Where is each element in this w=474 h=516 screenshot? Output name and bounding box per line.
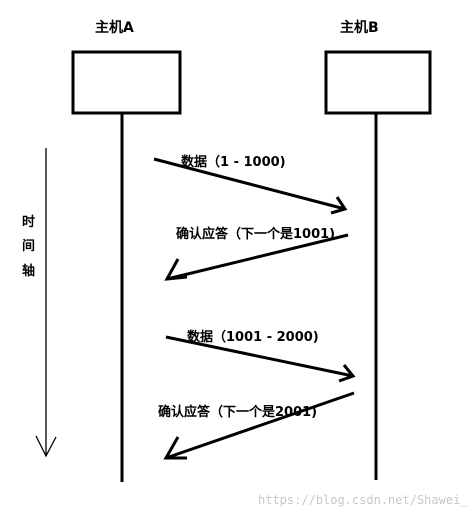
- message-2-label: 确认应答（下一个是1001): [176, 226, 335, 242]
- message-1-arrow: [153, 157, 346, 211]
- message-3-label: 数据（1001 - 2000): [187, 329, 319, 345]
- message-1-label: 数据（1 - 1000): [181, 154, 286, 170]
- message-4-arrowhead: [163, 436, 187, 460]
- message-4-arrow: [165, 391, 355, 460]
- message-1-arrowhead: [330, 196, 348, 215]
- message-4-label: 确认应答（下一个是2001): [158, 404, 317, 420]
- message-2-arrow: [166, 233, 349, 281]
- time-axis-char-3: 轴: [22, 263, 35, 279]
- watermark-text: https://blog.csdn.net/Shawei_: [258, 493, 468, 507]
- host-a-box: [71, 50, 182, 115]
- time-axis-char-1: 时: [22, 214, 35, 230]
- time-axis-char-2: 间: [22, 238, 35, 254]
- message-3-arrow: [165, 335, 354, 378]
- host-b-label: 主机B: [340, 19, 379, 36]
- message-3-arrowhead: [338, 364, 356, 383]
- host-a-label: 主机A: [95, 19, 134, 36]
- host-b-box: [324, 50, 432, 115]
- time-axis-arrowhead: [35, 435, 57, 458]
- message-2-arrowhead: [164, 258, 188, 281]
